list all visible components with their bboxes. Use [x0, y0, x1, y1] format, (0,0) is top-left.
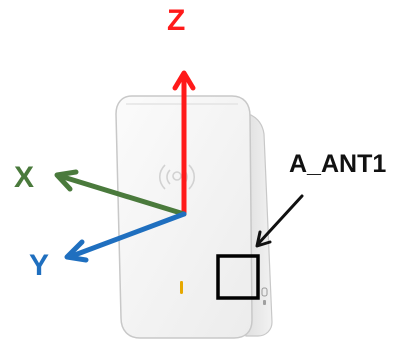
antenna-label: A_ANT1 [289, 150, 387, 178]
antenna-location-box [216, 254, 260, 300]
device-side-port [261, 287, 268, 297]
device-side-port-2 [263, 300, 266, 305]
status-led [180, 281, 183, 294]
z-axis-label: Z [167, 4, 186, 37]
antenna-pointer-arrow [255, 194, 304, 248]
z-axis-arrow [172, 70, 196, 217]
y-axis-arrow [64, 211, 187, 263]
x-axis-label: X [14, 161, 35, 194]
y-axis-label: Y [29, 249, 50, 282]
x-axis-arrow [54, 169, 187, 217]
device-side [234, 111, 273, 337]
